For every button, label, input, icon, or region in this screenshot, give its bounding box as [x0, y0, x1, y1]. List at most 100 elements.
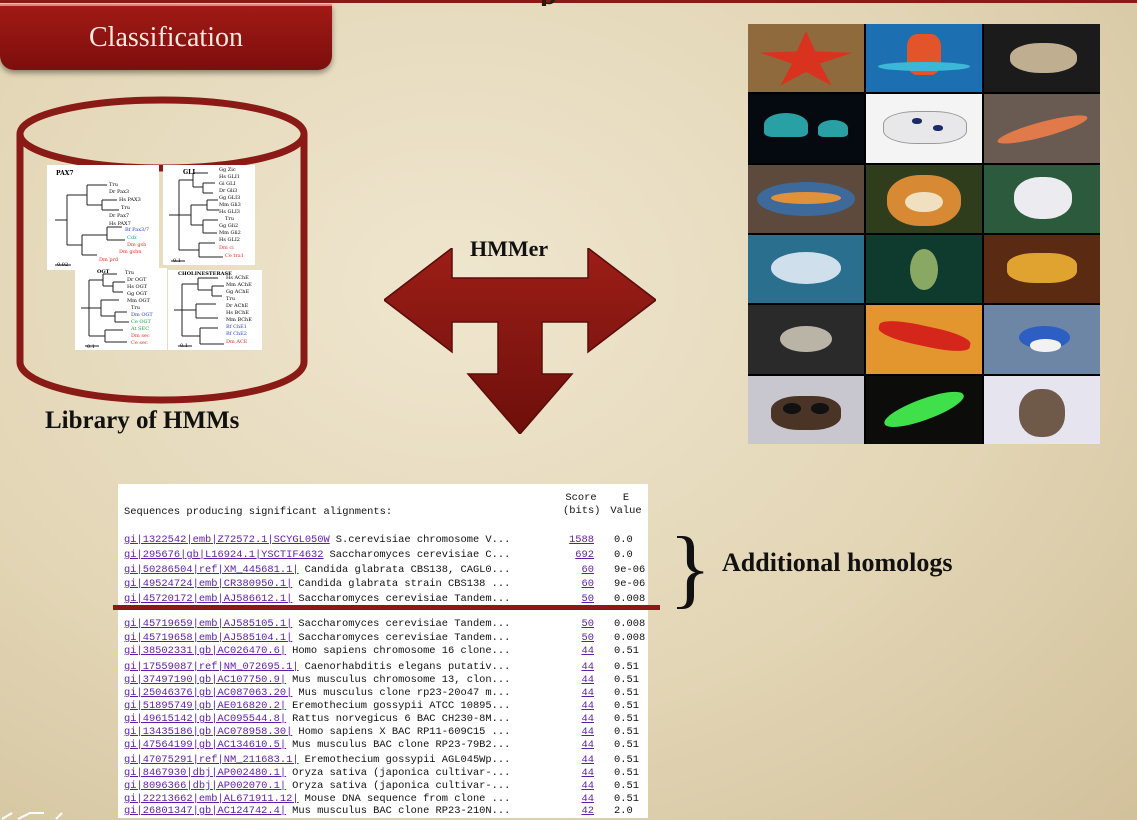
- starfish-image: [748, 24, 864, 93]
- score-link[interactable]: 60: [581, 578, 594, 590]
- score-link[interactable]: 44: [581, 767, 594, 779]
- score-link[interactable]: 50: [581, 632, 594, 644]
- score-link[interactable]: 44: [581, 700, 594, 712]
- tree-label: Bf ChE2: [226, 331, 247, 337]
- score-link[interactable]: 44: [581, 674, 594, 686]
- accession-link[interactable]: gi|49615142|gb|AC095544.8|: [124, 713, 287, 725]
- table-row: gi|25046376|gb|AC087063.20|Mus musculus …: [124, 687, 644, 700]
- table-row: gi|37497190|gb|AC107750.9|Mus musculus c…: [124, 674, 644, 687]
- score-link[interactable]: 44: [581, 726, 594, 738]
- jumping-spider-image: [748, 375, 864, 444]
- score-link[interactable]: 44: [581, 739, 594, 751]
- tree-label: At SEC: [131, 326, 150, 332]
- table-row: gi|45719659|emb|AJ585105.1|Saccharomyces…: [124, 618, 646, 631]
- library-label: Library of HMMs: [45, 407, 240, 434]
- organism-image-grid: [748, 24, 1100, 444]
- accession-link[interactable]: gi|47075291|ref|NM_211683.1|: [124, 754, 299, 766]
- table-row: gi|50286504|ref|XM_445681.1|Candida glab…: [124, 564, 645, 577]
- description: Homo sapiens X BAC RP11-609C15 ...: [298, 726, 511, 738]
- evalue: 2.0: [614, 805, 633, 817]
- hmmer-label: HMMer: [470, 236, 549, 261]
- accession-link[interactable]: gi|8467930|dbj|AP002480.1|: [124, 767, 287, 779]
- accession-link[interactable]: gi|8096366|dbj|AP002070.1|: [124, 780, 287, 792]
- table-header: Sequences producing significant alignmen…: [124, 492, 644, 522]
- evalue: 0.51: [614, 687, 639, 699]
- blue-jay-image: [984, 305, 1100, 374]
- description: Caenorhabditis elegans putativ...: [304, 661, 511, 673]
- accession-link[interactable]: gi|45719658|emb|AJ585104.1|: [124, 632, 293, 644]
- score-link[interactable]: 50: [581, 593, 594, 605]
- classification-button[interactable]: Classification: [0, 4, 332, 70]
- tree-label: Gi GLI: [219, 181, 236, 187]
- evalue: 0.0: [614, 534, 633, 546]
- tree-label: Dm prd: [99, 257, 119, 263]
- tarsier-image: [984, 375, 1100, 444]
- score-link[interactable]: 692: [575, 549, 594, 561]
- description: Rattus norvegicus 6 BAC CH230-8M...: [292, 713, 511, 725]
- tree-label: Dr Pax7: [109, 213, 130, 219]
- score-link[interactable]: 1588: [569, 534, 594, 546]
- accession-link[interactable]: gi|25046376|gb|AC087063.20|: [124, 687, 293, 699]
- score-link[interactable]: 44: [581, 793, 594, 805]
- table-row: gi|295676|gb|L16924.1|YSCTIF4632 Saccharo…: [124, 549, 644, 562]
- score-link[interactable]: 44: [581, 661, 594, 673]
- score-link[interactable]: 44: [581, 754, 594, 766]
- accession-link[interactable]: gi|17559087|ref|NM_072695.1|: [124, 661, 299, 673]
- description: Eremothecium gossypii AGL045Wp...: [304, 754, 511, 766]
- tree-label: Dr AChE: [226, 303, 249, 309]
- tree-label: Dm sec: [131, 333, 150, 339]
- description: Saccharomyces cerevisiae C...: [329, 549, 511, 561]
- evalue: 0.51: [614, 661, 639, 673]
- tree-label: Hs GLI1: [219, 174, 240, 180]
- tree-label: Gg Zic: [219, 167, 236, 173]
- accession-link[interactable]: gi|45719659|emb|AJ585105.1|: [124, 618, 293, 630]
- tree-label: Dr Pax3: [109, 189, 130, 195]
- score-link[interactable]: 44: [581, 687, 594, 699]
- accession-link[interactable]: gi|26801347|gb|AC124742.4|: [124, 805, 287, 817]
- sea-slug-image: [984, 164, 1100, 233]
- tree-label: Ce OGT: [131, 319, 151, 325]
- tree-label: Dm ci: [219, 245, 234, 251]
- table-row: gi|8467930|dbj|AP002480.1|Oryza sativa (…: [124, 767, 644, 780]
- tree-ogt: OGT Tru Dr OGT Hs OGT Gg OGT Mm OGT Tru …: [75, 268, 167, 350]
- tree-label: Hs PAX3: [119, 197, 141, 203]
- accession-link[interactable]: gi|295676|gb|L16924.1|YSCTIF4632: [124, 549, 324, 561]
- tree-scale: 0.1: [87, 344, 95, 350]
- evalue: 0.008: [614, 593, 646, 605]
- table-row: gi|45719658|emb|AJ585104.1|Saccharomyces…: [124, 632, 645, 645]
- evalue: 0.008: [614, 618, 646, 630]
- score-link[interactable]: 42: [581, 805, 594, 817]
- brace-icon: }: [669, 520, 712, 617]
- table-row: gi|8096366|dbj|AP002070.1|Oryza sativa (…: [124, 780, 644, 793]
- tree-label: Tru: [109, 182, 118, 188]
- accession-link[interactable]: gi|1322542|emb|Z72572.1|SCYGL050W: [124, 534, 330, 546]
- moray-eel-image: [984, 235, 1100, 304]
- score-link[interactable]: 50: [581, 618, 594, 630]
- hmmer-t-arrow: [384, 248, 656, 434]
- accession-link[interactable]: gi|50286504|ref|XM_445681.1|: [124, 564, 299, 576]
- score-link[interactable]: 60: [581, 564, 594, 576]
- tree-label: Mm OGT: [127, 298, 150, 304]
- description: Candida glabrata strain CBS138 ...: [298, 578, 511, 590]
- tree-label: Tru: [131, 305, 140, 311]
- accession-link[interactable]: gi|13435186|gb|AC078958.30|: [124, 726, 293, 738]
- corner-fragment-icon: [1, 812, 63, 820]
- cuttlefish-image: [984, 24, 1100, 93]
- accession-link[interactable]: gi|22213662|emb|AL671911.12|: [124, 793, 299, 805]
- tree-label: Hs OGT: [127, 284, 147, 290]
- tree-label: Bf Pax3/7: [125, 227, 150, 233]
- tree-title: PAX7: [56, 170, 74, 177]
- accession-link[interactable]: gi|49524724|emb|CR380950.1|: [124, 578, 293, 590]
- score-link[interactable]: 44: [581, 780, 594, 792]
- tree-label: Dr Gli3: [219, 188, 238, 194]
- accession-link[interactable]: gi|47564199|gb|AC134610.5|: [124, 739, 287, 751]
- accession-link[interactable]: gi|37497190|gb|AC107750.9|: [124, 674, 287, 686]
- table-row: gi|47075291|ref|NM_211683.1| Eremothecium…: [124, 754, 644, 767]
- accession-link[interactable]: gi|38502331|gb|AC026470.6|: [124, 645, 287, 657]
- accession-link[interactable]: gi|45720172|emb|AJ586612.1|: [124, 593, 293, 605]
- accession-link[interactable]: gi|51895749|gb|AE016820.2|: [124, 700, 287, 712]
- tree-label: Tru: [125, 270, 134, 276]
- hmm-library-cylinder: [12, 96, 312, 404]
- score-link[interactable]: 44: [581, 645, 594, 657]
- score-link[interactable]: 44: [581, 713, 594, 725]
